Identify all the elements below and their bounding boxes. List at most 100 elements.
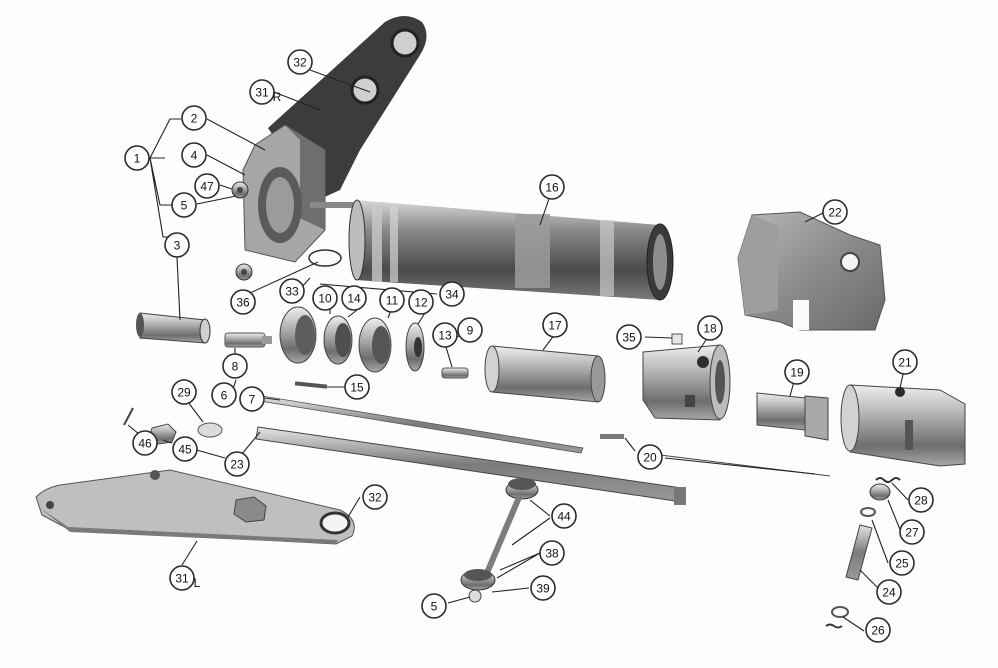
callout-c28: 28 bbox=[908, 487, 934, 513]
callout-c34: 34 bbox=[439, 281, 465, 307]
callout-c32a: 32 bbox=[287, 49, 313, 75]
callout-label: 3 bbox=[174, 239, 181, 253]
bracket-left-part bbox=[35, 469, 355, 545]
callout-label: 12 bbox=[414, 296, 428, 310]
callout-c36: 36 bbox=[230, 289, 256, 315]
callout-circle bbox=[181, 105, 207, 131]
callout-c44: 44 bbox=[551, 503, 577, 529]
pin-part bbox=[441, 367, 469, 379]
callout-label: 25 bbox=[895, 557, 909, 571]
callout-c47: 47 bbox=[194, 173, 220, 199]
callout-label: 33 bbox=[285, 285, 299, 299]
callout-circle bbox=[124, 145, 150, 171]
yoke-casting-part bbox=[737, 211, 886, 331]
callout-label: 10 bbox=[318, 292, 332, 306]
callout-circle bbox=[239, 386, 265, 412]
callout-circle bbox=[312, 285, 338, 311]
small-pin-part bbox=[600, 434, 624, 439]
callout-circle bbox=[171, 192, 197, 218]
callout-label: 1 bbox=[134, 152, 141, 166]
callout-circle bbox=[539, 174, 565, 200]
callout-label: 26 bbox=[871, 624, 885, 638]
callout-c31r: 31 R bbox=[249, 79, 282, 105]
callout-c19: 19 bbox=[784, 359, 810, 385]
callout-c38: 38 bbox=[539, 540, 565, 566]
callout-c8: 8 bbox=[222, 353, 248, 379]
callout-c7: 7 bbox=[239, 386, 265, 412]
callout-label: 27 bbox=[905, 526, 919, 540]
callout-circle bbox=[457, 317, 483, 343]
callout-c13: 13 bbox=[432, 322, 458, 348]
spring-parts bbox=[825, 477, 901, 629]
callout-c9: 9 bbox=[457, 317, 483, 343]
callout-circle bbox=[637, 444, 663, 470]
callout-circle bbox=[530, 575, 556, 601]
callout-c29: 29 bbox=[171, 379, 197, 405]
callout-circle bbox=[432, 322, 458, 348]
callout-c2: 2 bbox=[181, 105, 207, 131]
cotter-pin-part bbox=[123, 407, 134, 426]
callout-label: 23 bbox=[230, 458, 244, 472]
callout-label: 21 bbox=[898, 356, 912, 370]
callout-c4: 4 bbox=[181, 142, 207, 168]
washer-part bbox=[197, 422, 223, 438]
callout-label: 9 bbox=[467, 324, 474, 338]
callout-c27: 27 bbox=[899, 519, 925, 545]
small-block-part bbox=[671, 333, 683, 345]
callout-circle bbox=[222, 353, 248, 379]
callout-circle bbox=[362, 484, 388, 510]
coupling-part bbox=[642, 344, 731, 421]
callout-circle bbox=[169, 565, 195, 591]
callout-circle bbox=[287, 49, 313, 75]
callout-label: 31 bbox=[175, 572, 189, 586]
callout-label: 20 bbox=[643, 451, 657, 465]
callout-circle bbox=[539, 540, 565, 566]
callout-label: 31 bbox=[255, 86, 269, 100]
callout-label: 18 bbox=[703, 322, 717, 336]
callout-label: 6 bbox=[221, 389, 228, 403]
callout-c14: 14 bbox=[341, 285, 367, 311]
callout-circle bbox=[892, 349, 918, 375]
callout-label: 28 bbox=[914, 494, 928, 508]
callout-c1: 1 bbox=[124, 145, 150, 171]
callout-circle bbox=[865, 617, 891, 643]
callout-suffix: R bbox=[273, 90, 282, 104]
callout-label: 19 bbox=[790, 366, 804, 380]
callout-circle bbox=[211, 382, 237, 408]
callout-circle bbox=[784, 359, 810, 385]
callout-c25: 25 bbox=[889, 550, 915, 576]
shaft-adapter-part bbox=[756, 392, 829, 441]
callout-label: 22 bbox=[828, 206, 842, 220]
fitting-part bbox=[231, 181, 253, 281]
callout-label: 44 bbox=[557, 510, 571, 524]
callout-c23: 23 bbox=[224, 451, 250, 477]
callout-label: 14 bbox=[347, 292, 361, 306]
callout-c24: 24 bbox=[876, 579, 902, 605]
callout-c18: 18 bbox=[697, 315, 723, 341]
callout-label: 24 bbox=[882, 586, 896, 600]
outer-coupling-part bbox=[840, 384, 966, 467]
callout-label: 32 bbox=[368, 491, 382, 505]
callout-circle bbox=[344, 374, 370, 400]
callout-label: 8 bbox=[232, 360, 239, 374]
callout-label: 32 bbox=[293, 56, 307, 70]
callout-c17: 17 bbox=[542, 312, 568, 338]
callout-label: 2 bbox=[191, 112, 198, 126]
callout-circle bbox=[876, 579, 902, 605]
callout-label: 4 bbox=[191, 149, 198, 163]
callout-circle bbox=[249, 79, 275, 105]
callout-circle bbox=[908, 487, 934, 513]
callout-circle bbox=[616, 324, 642, 350]
callout-label: 7 bbox=[249, 393, 256, 407]
callout-label: 17 bbox=[548, 319, 562, 333]
callout-c35: 35 bbox=[616, 324, 642, 350]
callout-c12: 12 bbox=[408, 289, 434, 315]
callout-c33: 33 bbox=[279, 278, 305, 304]
callout-circle bbox=[224, 451, 250, 477]
callout-circle bbox=[408, 289, 434, 315]
callout-c11: 11 bbox=[379, 287, 405, 313]
callout-c26: 26 bbox=[865, 617, 891, 643]
callout-circle bbox=[279, 278, 305, 304]
